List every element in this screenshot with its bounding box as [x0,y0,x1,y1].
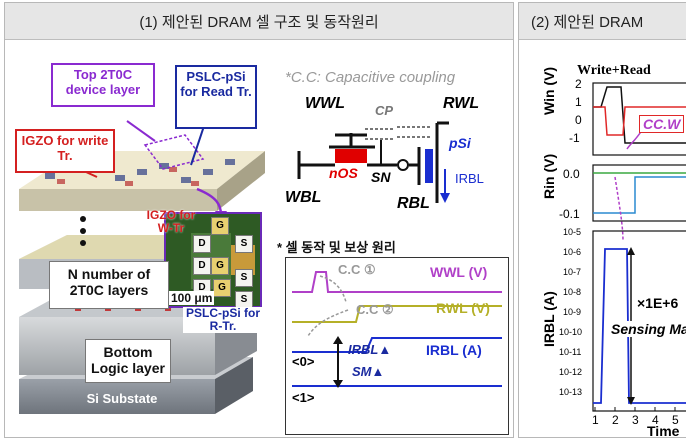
x-tick: 4 [652,413,659,427]
x-tick: 5 [672,413,679,427]
rin-tick: -0.1 [559,207,580,221]
irbl-a-label: IRBL (A) [426,342,482,358]
nos-label: nOS [329,165,358,181]
top-2t0c-label: Top 2T0C device layer [51,63,155,107]
pad-s-1: S [235,235,253,253]
pad-g-top: G [211,217,229,235]
x-tick: 2 [612,413,619,427]
irbl-tick: 10-11 [559,347,582,357]
irbl-tick: 10-13 [559,387,583,397]
win-tick: 1 [575,95,582,109]
panel2-title: (2) 제안된 DRAM [519,3,686,40]
sn-label: SN [371,169,391,185]
cp-label: CP [375,103,394,118]
rin-axis-label: Rin (V) [541,153,557,199]
irbl-axis-label: IRBL (A) [541,291,557,347]
pad-g-bot: G [213,279,231,297]
rwl-label: RWL [443,95,480,112]
sm-up-label: SM▲ [352,364,385,379]
scale-bar-label: 100 μm [169,291,215,305]
bottom-logic-label: Bottom Logic layer [85,339,171,383]
n-layers-label: N number of 2T0C layers [49,261,169,309]
pslc-read-label: PSLC-pSi for Read Tr. [175,65,257,129]
wwl-label: WWL [305,95,345,112]
ellipsis-dot [80,216,86,222]
irbl-tick: 10-6 [563,247,582,257]
win-tick: 0 [575,113,582,127]
irbl-tick: 10-10 [559,327,583,337]
win-tick: -1 [569,131,580,145]
irbl-up-label: IRBL▲ [348,342,392,357]
irbl-tick: 10-5 [563,227,582,237]
panel1-title: (1) 제안된 DRAM 셀 구조 및 동작원리 [5,3,513,40]
irbl-tick: 10-8 [563,287,582,297]
irbl-circuit-label: IRBL [455,171,484,186]
wbl-label: WBL [285,189,322,206]
state1-label: <1> [292,390,315,405]
plot-title: Write+Read [577,63,651,78]
cc2-label: C.C ② [356,302,394,317]
cc-note: *C.C: Capacitive coupling [285,69,456,86]
substrate-label: Si Substate [86,391,158,406]
pad-s-2: S [235,269,253,287]
rbl-label: RBL [397,195,430,212]
pslc-r-tr-label: PSLC-pSi for R-Tr. [183,306,263,334]
ratio-label: ×1E+6 [637,295,679,311]
x-tick: 1 [592,413,599,427]
wwl-v-label: WWL (V) [430,264,488,280]
psi-label: pSi [449,135,471,151]
igzo-w-tr-label: IGZO for W-Tr [146,208,196,236]
waveform-plots [592,82,686,412]
panel-cell-structure: (1) 제안된 DRAM 셀 구조 및 동작원리 [4,2,514,438]
irbl-tick: 10-9 [563,307,582,317]
rin-tick: 0.0 [563,167,580,181]
cc-tag: CC.W [639,115,685,133]
ellipsis-dot [80,228,86,234]
timing-diagram [292,271,502,388]
win-tick: 2 [575,77,582,91]
time-axis-label: Time [647,423,680,439]
panel-simulation: (2) 제안된 DRAM Write+Read Win (V) Rin (V) … [518,2,686,439]
irbl-tick: 10-7 [563,267,582,277]
sensing-label: Sensing Ma [611,321,686,337]
rwl-v-label: RWL (V) [436,300,490,316]
pad-d-2: D [193,257,211,275]
win-axis-label: Win (V) [541,66,557,115]
timing-box: C.C ① WWL (V) C.C ② RWL (V) IRBL▲ IRBL (… [285,257,509,435]
x-tick: 3 [632,413,639,427]
state0-label: <0> [292,354,315,369]
igzo-write-label: IGZO for write Tr. [15,129,115,173]
operation-title: * 셀 동작 및 보상 원리 [277,240,396,255]
ellipsis-dot [80,240,86,246]
cell-schematic [297,121,450,203]
cc1-label: C.C ① [338,262,376,277]
irbl-tick: 10-12 [559,367,583,377]
pad-g-mid: G [211,257,229,275]
pad-d-1: D [193,235,211,253]
